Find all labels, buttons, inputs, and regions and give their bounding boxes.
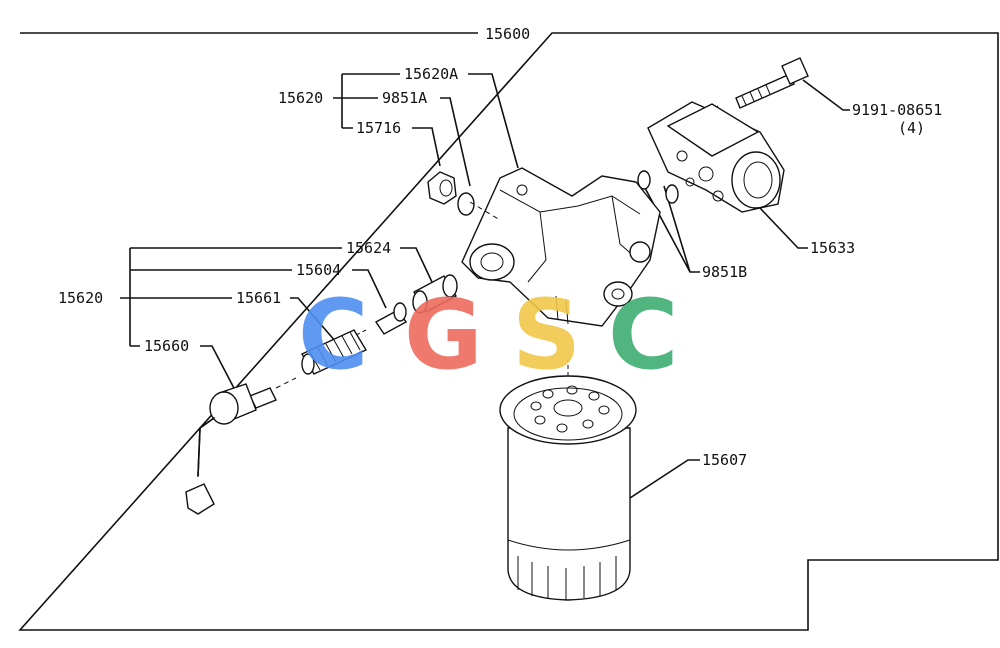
spring-part [300,329,368,375]
gasket-b-part [637,170,679,204]
bolt-part [689,57,809,121]
label-adapter: 15633 [810,239,855,257]
label-bracket-a: 15620A [404,65,458,83]
label-switch: 15660 [144,337,189,355]
leader-lines [120,73,850,499]
label-valve: 15624 [346,239,391,257]
label-spring: 15661 [236,289,281,307]
watermark-letter-1: C [298,279,368,391]
watermark-letter-4: C [608,279,678,391]
switch-part [185,377,297,515]
frame-border [18,32,999,631]
label-filter: 15607 [702,451,747,469]
valve-part [412,274,458,314]
label-gasket-b: 9851B [702,263,747,281]
watermark: C G S C [298,279,678,391]
plug-part [427,171,501,221]
label-plug: 15716 [356,119,401,137]
label-bolt-number: 9191-08651 [852,101,942,119]
label-assy-upper: 15620 [278,89,323,107]
sleeve-part [353,302,408,337]
bracket-part [461,167,661,327]
watermark-letter-3: S [512,279,581,391]
watermark-letter-2: G [404,279,483,391]
label-gasket-a: 9851A [382,89,427,107]
gasket-a-part [457,192,475,216]
label-sleeve: 15604 [296,261,341,279]
adapter-part [647,101,785,213]
part-labels: 15600 15620A 9851A 15620 15716 9191-0865… [58,25,942,469]
filter-part [499,360,637,601]
label-bolt-qty: (4) [898,119,925,137]
label-assy-lower: 15620 [58,289,103,307]
label-assembly: 15600 [485,25,530,43]
